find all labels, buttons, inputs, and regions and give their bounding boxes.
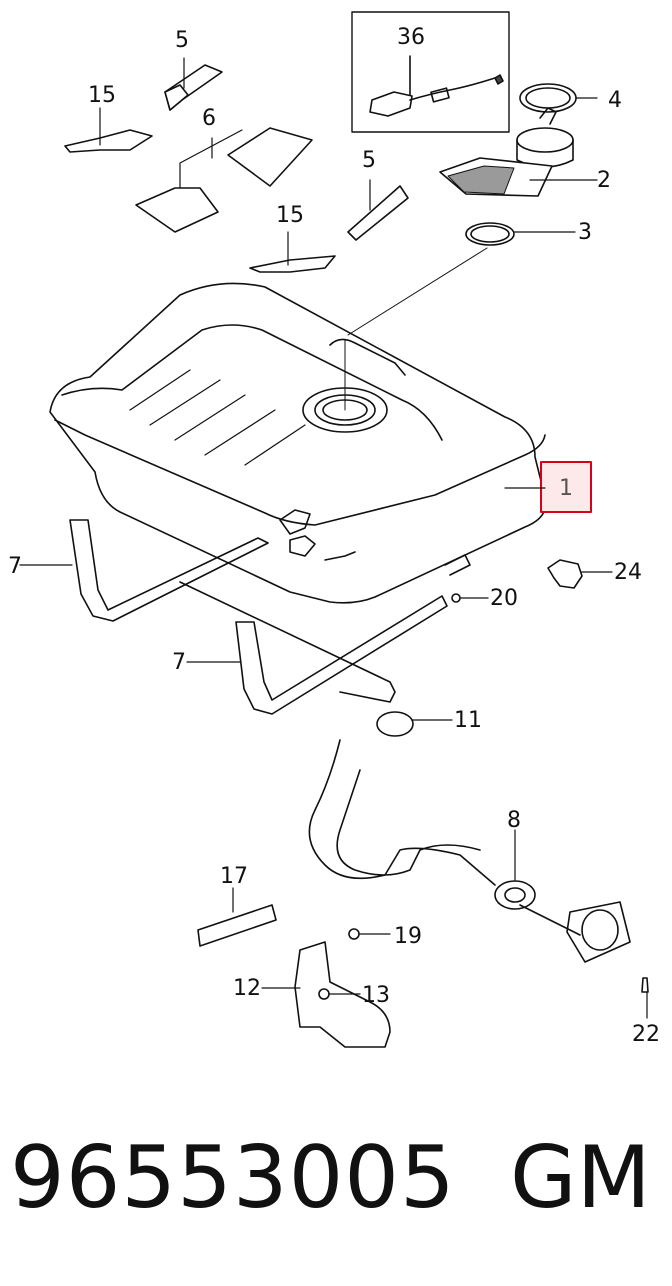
callout-12: 12 bbox=[233, 976, 261, 1001]
callout-22: 22 bbox=[632, 1022, 660, 1047]
brand-label: GM bbox=[510, 1128, 651, 1228]
sender-wire-inset bbox=[351, 11, 510, 133]
callout-7-left: 7 bbox=[8, 554, 22, 579]
tank-straps bbox=[19, 519, 471, 715]
callout-7-mid: 7 bbox=[172, 650, 186, 675]
fuel-tank bbox=[49, 282, 547, 604]
callout-3: 3 bbox=[578, 220, 592, 245]
fasteners bbox=[318, 559, 649, 1019]
callout-4: 4 bbox=[608, 88, 622, 113]
callout-11: 11 bbox=[454, 708, 482, 733]
callout-15-top: 15 bbox=[88, 83, 116, 108]
callout-5-top: 5 bbox=[175, 28, 189, 53]
filler-pipe-assembly bbox=[179, 581, 631, 963]
callout-1: 1 bbox=[559, 476, 573, 501]
callout-19: 19 bbox=[394, 924, 422, 949]
callout-20: 20 bbox=[490, 586, 518, 611]
part-number: 96553005 bbox=[10, 1128, 456, 1228]
fuel-pump-module bbox=[347, 83, 598, 336]
heat-shield bbox=[197, 887, 391, 1048]
callout-15-mid: 15 bbox=[276, 203, 304, 228]
callout-6: 6 bbox=[202, 106, 216, 131]
callout-36: 36 bbox=[397, 25, 425, 50]
highlight-box-part-1 bbox=[540, 461, 592, 513]
callout-8: 8 bbox=[507, 808, 521, 833]
callout-24: 24 bbox=[614, 560, 642, 585]
label-decals bbox=[64, 57, 409, 273]
callout-2: 2 bbox=[597, 168, 611, 193]
callout-13: 13 bbox=[362, 983, 390, 1008]
callout-17: 17 bbox=[220, 864, 248, 889]
callout-5-mid: 5 bbox=[362, 148, 376, 173]
